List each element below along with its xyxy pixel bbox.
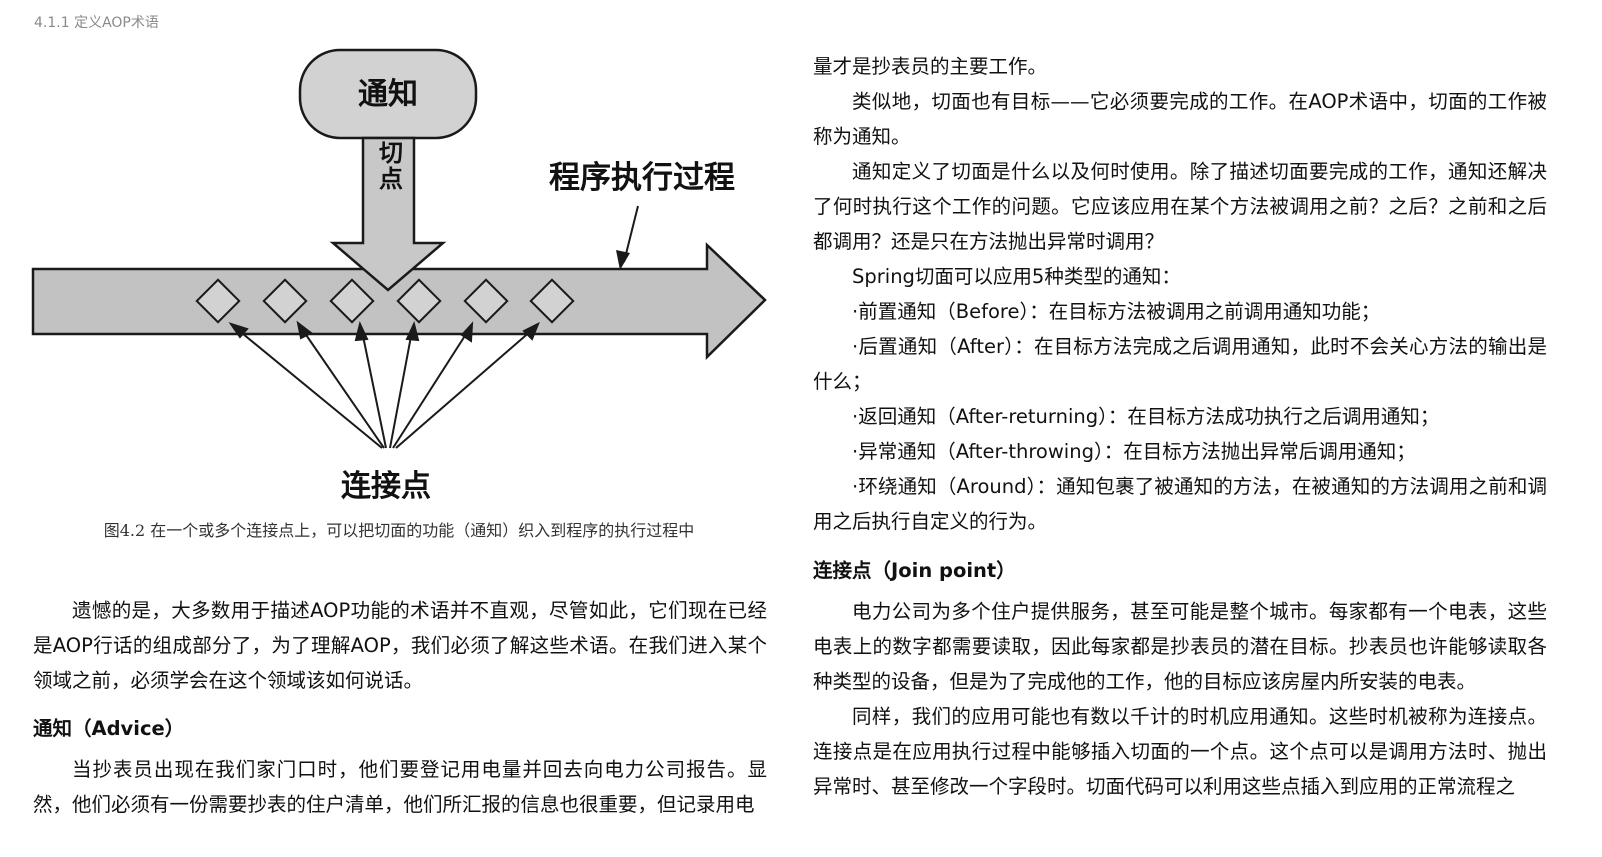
join-point-diamond [195, 278, 241, 324]
power-company-paragraph: 电力公司为多个住户提供服务，甚至可能是整个城市。每家都有一个电表，这些电表上的数… [813, 600, 1547, 693]
advice-label: 通知 [358, 77, 418, 112]
running-head: 4.1.1 定义AOP术语 [34, 15, 159, 31]
pointcut-label: 切点 [375, 140, 404, 192]
join-point-pointers [228, 320, 540, 449]
advice-type-item: ·后置通知（After）：在目标方法完成之后调用通知，此时不会关心方法的输出是什… [813, 335, 1547, 393]
aop-figure: 通知 切点 程序执行过程 [30, 46, 770, 506]
advice-type-item: ·异常通知（After-throwing）：在目标方法抛出异常后调用通知； [852, 440, 1416, 463]
advice-type-item: ·环绕通知（Around）：通知包裹了被通知的方法，在被通知的方法调用之前和调用… [813, 475, 1547, 533]
advice-types-intro: Spring切面可以应用5种类型的通知： [852, 265, 1181, 288]
execution-pointer-head [616, 250, 630, 270]
join-points [195, 278, 575, 324]
left-column: 遗憾的是，大多数用于描述AOP功能的术语并不直观，尽管如此，它们现在已经是AOP… [33, 593, 767, 822]
joinpoints-label: 连接点 [341, 469, 431, 504]
join-point-diamond [262, 278, 308, 324]
join-point-diamond [463, 278, 509, 324]
meter-reader-paragraph: 当抄表员出现在我们家门口时，他们要登记用电量并回去向电力公司报告。显然，他们必须… [33, 758, 767, 816]
advice-type-item: ·前置通知（Before）：在目标方法被调用之前调用通知功能； [852, 300, 1381, 323]
intro-paragraph: 遗憾的是，大多数用于描述AOP功能的术语并不直观，尽管如此，它们现在已经是AOP… [33, 599, 767, 692]
continued-paragraph: 量才是抄表员的主要工作。 [813, 55, 1048, 78]
right-column: 量才是抄表员的主要工作。 类似地，切面也有目标——它必须要完成的工作。在AOP术… [813, 49, 1547, 804]
joinpoint-definition-paragraph: 同样，我们的应用可能也有数以千计的时机应用通知。这些时机被称为连接点。连接点是在… [813, 705, 1547, 798]
pointcut-arrow [329, 136, 447, 292]
execution-label: 程序执行过程 [549, 160, 735, 196]
join-point-diamond [396, 278, 442, 324]
join-point-diamond [329, 278, 375, 324]
aop-diagram-svg: 通知 切点 程序执行过程 [31, 48, 767, 504]
aspect-goal-paragraph: 类似地，切面也有目标——它必须要完成的工作。在AOP术语中，切面的工作被称为通知… [813, 90, 1547, 148]
advice-definition-paragraph: 通知定义了切面是什么以及何时使用。除了描述切面要完成的工作，通知还解决了何时执行… [813, 160, 1547, 253]
section-heading-joinpoint: 连接点（Join point） [813, 559, 1016, 582]
figure-caption: 图4.2 在一个或多个连接点上，可以把切面的功能（通知）织入到程序的执行过程中 [103, 521, 695, 540]
join-point-diamond [529, 278, 575, 324]
advice-type-item: ·返回通知（After-returning）：在目标方法成功执行之后调用通知； [852, 405, 1440, 428]
section-heading-advice: 通知（Advice） [33, 717, 185, 740]
